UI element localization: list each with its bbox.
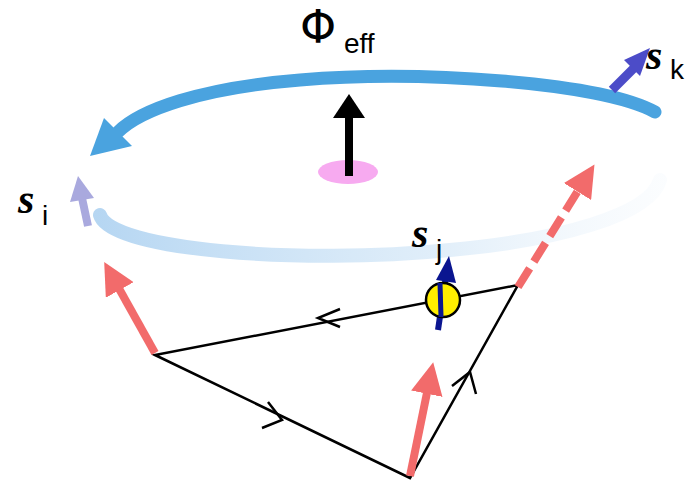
spin-arrow bbox=[112, 276, 155, 353]
spin-subscript: k bbox=[670, 56, 684, 84]
spin-arrow bbox=[410, 378, 430, 476]
spin-k bbox=[612, 68, 634, 90]
flux-subscript: eff bbox=[344, 30, 375, 58]
electron bbox=[426, 283, 460, 317]
spin-symbol: s bbox=[18, 178, 34, 220]
precession-arrow-head bbox=[90, 118, 132, 156]
flux-arrow-head bbox=[333, 94, 365, 118]
spin-j bbox=[440, 283, 441, 317]
spin-i-head bbox=[70, 176, 94, 202]
spin-subscript: i bbox=[42, 202, 48, 230]
spin-symbol: s bbox=[646, 34, 662, 76]
flux-symbol: Φ bbox=[300, 4, 336, 50]
spin-subscript: j bbox=[436, 236, 442, 264]
flux-arrow-shaft bbox=[345, 112, 353, 176]
triangle-loop bbox=[155, 285, 518, 478]
precession-arrow bbox=[118, 77, 655, 132]
spin-i bbox=[82, 198, 88, 226]
spin-symbol: s bbox=[412, 212, 428, 254]
spin-arrow bbox=[518, 178, 586, 287]
